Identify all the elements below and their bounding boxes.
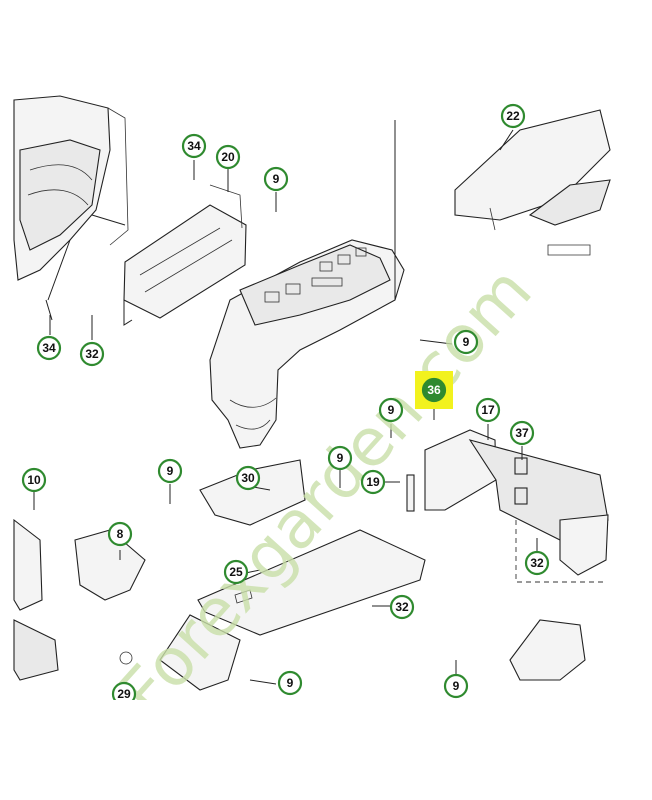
callout-9-mid-label: 9 (388, 403, 395, 417)
callout-32-left-label: 32 (85, 347, 99, 361)
callout-10-label: 10 (27, 473, 41, 487)
callout-9-top-label: 9 (273, 172, 280, 186)
callout-30[interactable]: 30 (235, 465, 261, 491)
left-fender-part (13, 95, 129, 321)
callout-9-bottom-label: 9 (287, 676, 294, 690)
callout-32-right-label: 32 (530, 556, 544, 570)
callout-37-label: 37 (515, 426, 529, 440)
right-lower-bracket-part (509, 619, 586, 681)
callout-9-bottom[interactable]: 9 (277, 670, 303, 696)
plate-29-part (119, 614, 241, 691)
callout-22-label: 22 (506, 109, 520, 123)
callout-17[interactable]: 17 (475, 397, 501, 423)
callout-32-right[interactable]: 32 (524, 550, 550, 576)
callout-30-label: 30 (241, 471, 255, 485)
callout-32-left[interactable]: 32 (79, 341, 105, 367)
callout-29[interactable]: 29 (111, 681, 137, 707)
bracket-part (123, 184, 247, 326)
callout-36-highlighted[interactable]: 36 (415, 371, 453, 409)
callout-9-bottom-right[interactable]: 9 (443, 673, 469, 699)
callout-34-left[interactable]: 34 (36, 335, 62, 361)
callout-9-console-label: 9 (463, 335, 470, 349)
callout-34-left-label: 34 (42, 341, 56, 355)
callout-20[interactable]: 20 (215, 144, 241, 170)
callout-8[interactable]: 8 (107, 521, 133, 547)
callout-36-label: 36 (427, 383, 441, 397)
callout-9-bottom-right-label: 9 (453, 679, 460, 693)
callout-9-lower-left-label: 9 (167, 464, 174, 478)
callout-10[interactable]: 10 (21, 467, 47, 493)
callout-19[interactable]: 19 (360, 469, 386, 495)
callout-8-label: 8 (117, 527, 124, 541)
callout-9-center[interactable]: 9 (327, 445, 353, 471)
callout-9-console[interactable]: 9 (453, 329, 479, 355)
callout-25-label: 25 (229, 565, 243, 579)
console-housing-part (209, 120, 405, 449)
callout-17-label: 17 (481, 403, 495, 417)
left-lower-part (13, 518, 59, 681)
callout-34-top-label: 34 (187, 139, 201, 153)
bottom-margin (0, 700, 652, 800)
callout-9-center-label: 9 (337, 451, 344, 465)
right-bracket-assembly (406, 429, 609, 583)
callout-22[interactable]: 22 (500, 103, 526, 129)
callout-32-center[interactable]: 32 (389, 594, 415, 620)
callout-19-label: 19 (366, 475, 380, 489)
callout-20-label: 20 (221, 150, 235, 164)
callout-9-lower-left[interactable]: 9 (157, 458, 183, 484)
right-fender-part (454, 109, 611, 256)
callout-9-top[interactable]: 9 (263, 166, 289, 192)
callout-29-label: 29 (117, 687, 131, 701)
callout-25[interactable]: 25 (223, 559, 249, 585)
callout-9-mid[interactable]: 9 (378, 397, 404, 423)
callout-32-center-label: 32 (395, 600, 409, 614)
callout-34-top[interactable]: 34 (181, 133, 207, 159)
callout-37[interactable]: 37 (509, 420, 535, 446)
floor-plate-25-part (197, 529, 426, 636)
